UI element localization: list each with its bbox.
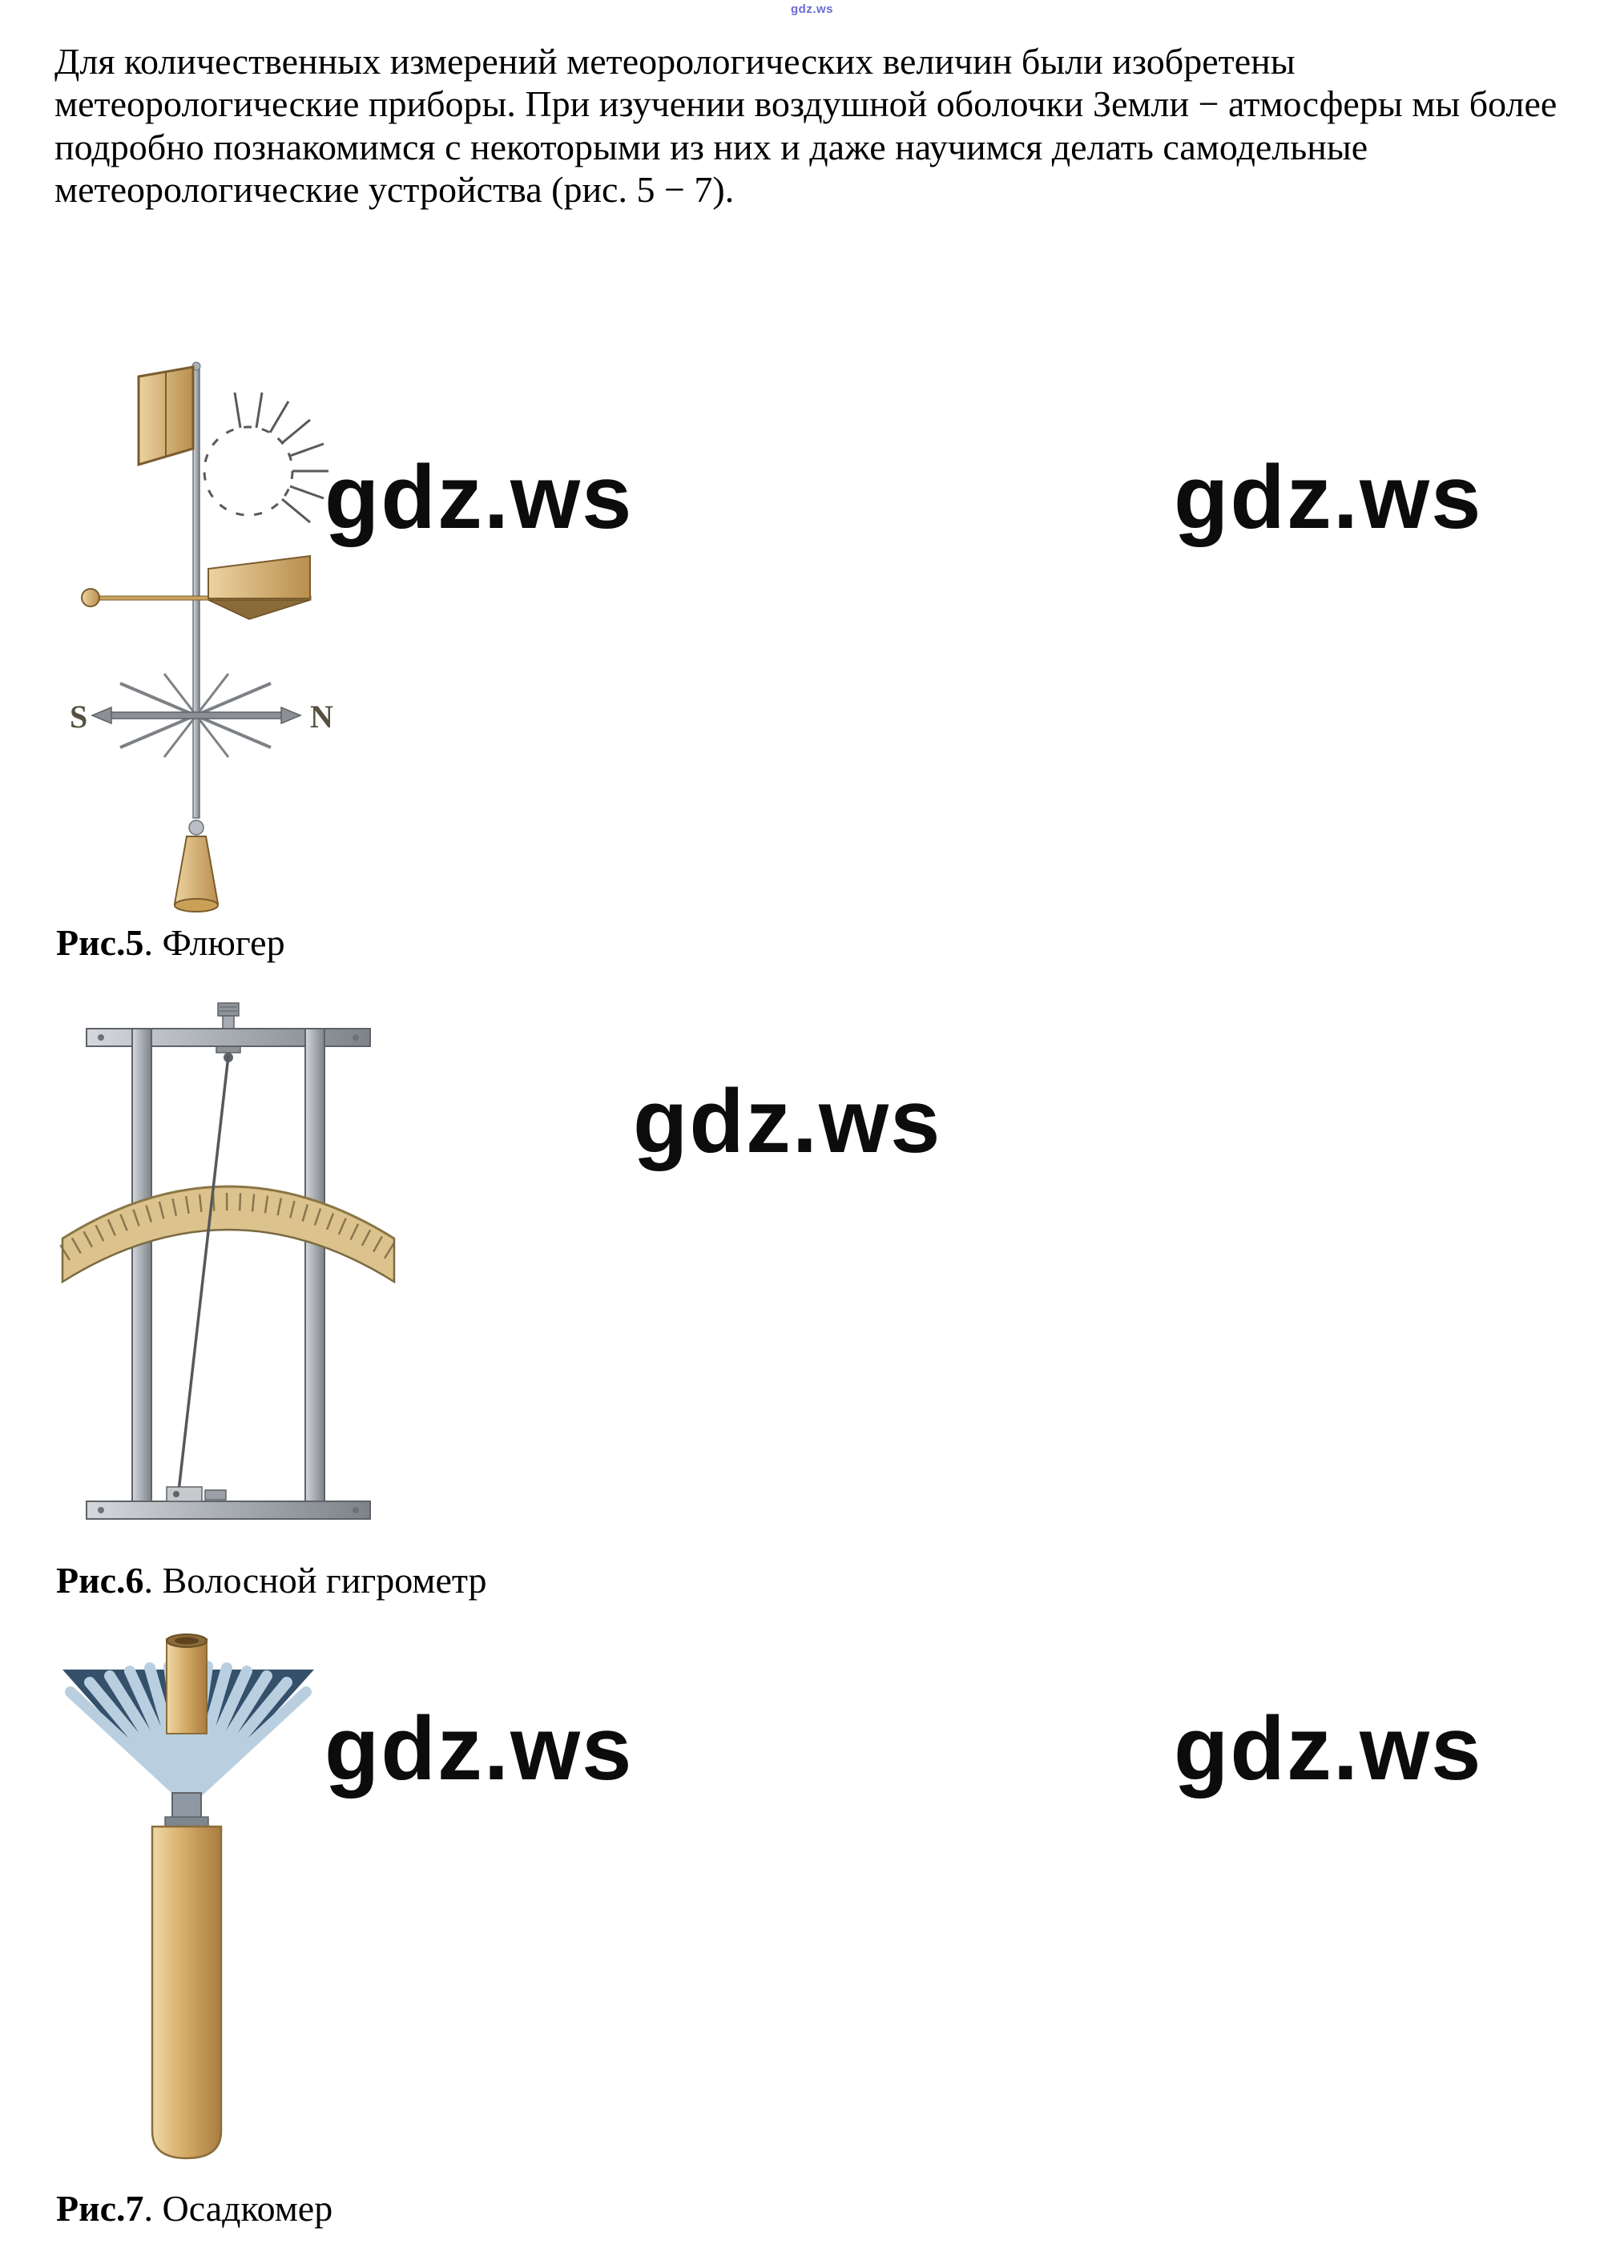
- figure7-label: Рис.7: [56, 2188, 144, 2229]
- vane-base: [173, 820, 220, 912]
- weather-vane-illustration: S N: [70, 361, 333, 912]
- figure7-title: . Осадкомер: [143, 2188, 333, 2229]
- compass-rose: S N: [70, 673, 333, 758]
- vane-arrow: [81, 554, 312, 620]
- hygrometer-frame: [86, 1028, 371, 1520]
- figure5-title: . Флюгер: [143, 922, 285, 963]
- watermark-text: gdz.ws: [633, 1071, 942, 1171]
- gauge-neck: [164, 1792, 209, 1827]
- watermark-text: gdz.ws: [324, 447, 634, 547]
- figure5-label: Рис.5: [56, 922, 144, 963]
- figure6-label: Рис.6: [56, 1560, 144, 1601]
- hygrometer-illustration: [59, 1002, 397, 1520]
- watermark-text: gdz.ws: [324, 1698, 634, 1799]
- hygrometer-needle: [176, 1055, 230, 1499]
- watermark-text: gdz.ws: [1174, 447, 1483, 547]
- hygrometer-scale: [59, 1185, 397, 1284]
- hygrometer-mechanism: [166, 1486, 227, 1502]
- figure5-caption: Рис.5. Флюгер: [56, 921, 285, 964]
- top-watermark: gdz.ws: [790, 2, 834, 16]
- gauge-handle: [151, 1825, 223, 2160]
- gauge-tube: [166, 1634, 208, 1734]
- compass-letter-n: N: [310, 699, 333, 735]
- intro-paragraph: Для количественных измерений метеорологи…: [54, 41, 1558, 211]
- sun-rays-icon: [203, 392, 328, 524]
- figure6-title: . Волосной гигрометр: [143, 1560, 487, 1601]
- compass-letter-s: S: [70, 699, 87, 735]
- figure7-caption: Рис.7. Осадкомер: [56, 2187, 332, 2230]
- rain-gauge-illustration: [62, 1634, 314, 2160]
- watermark-text: gdz.ws: [1174, 1698, 1483, 1799]
- vane-flag: [137, 365, 195, 467]
- figure6-caption: Рис.6. Волосной гигрометр: [56, 1559, 487, 1601]
